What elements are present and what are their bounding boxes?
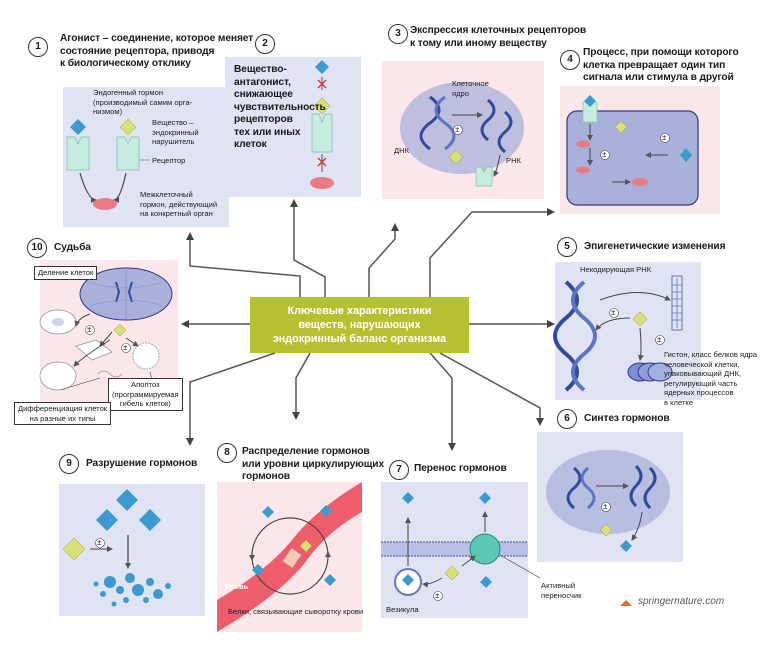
panel-7-graphics [381,492,541,601]
section-number-8: 8 [217,443,237,463]
section-number-3: 3 [388,24,408,44]
active-carrier [469,533,501,565]
section-number-6: 6 [557,409,577,429]
hormone-diamond [70,119,86,135]
section-title-6: Синтез гормонов [584,413,670,424]
receptor-shape [116,136,140,171]
label-receptor: Рецептор [152,156,186,165]
section-number-9: 9 [59,454,79,474]
pm-symbol: ± [662,133,667,142]
pm-symbol: ± [435,591,440,600]
pm-symbol: ± [602,150,607,159]
center-line-2: веществ, нарушающих [298,319,421,331]
label-blood: Кровь [225,582,249,591]
panel-3-graphics [400,82,524,187]
brand-link[interactable]: springernature.com [638,596,725,607]
panel-1 [63,87,229,227]
section-number-1: 1 [28,37,48,57]
label-noncoding-rna: Некодирующая РНК [580,265,652,274]
pm-symbol: ± [603,502,608,511]
section-number-5: 5 [557,237,577,257]
section-title-9: Разрушение гормонов [86,458,198,469]
connector-lines [181,199,555,451]
central-box: Ключевые характеристики веществ, нарушаю… [250,297,469,353]
label-endogenous-hormone: Эндогенный гормон(производимый самим орг… [93,88,193,116]
label-cell-division: Деление клеток [34,266,98,280]
cell-shape [566,110,699,206]
panel-9-graphics [62,489,171,607]
section-number-2: 2 [255,34,275,54]
label-vesicle: Везикула [386,605,419,614]
panel-10-graphics [39,267,173,391]
pm-symbol: ± [87,325,92,334]
label-rna: РНК [506,156,521,165]
intercellular-hormone [93,198,117,210]
pm-symbol: ± [123,343,128,352]
panel-8-graphics [217,482,362,632]
disruptor-diamond [119,118,137,136]
panel-2 [225,57,361,197]
section-number-10: 10 [27,238,47,258]
panel-5-graphics [553,275,683,392]
label-serum-proteins: Белки, связывающие сыворотку крови [228,607,364,616]
pm-symbol: ± [611,308,616,317]
label-dna: ДНК [394,146,410,155]
center-line-3: эндокринный баланс организма [272,333,447,345]
panel-6-graphics [546,450,670,552]
panel-2-graphics [310,60,334,189]
section-title-5: Эпигенетические изменения [584,241,726,252]
pm-symbol: ± [455,125,460,134]
panel-4-graphics [566,95,699,206]
receptor-shape [66,136,90,171]
section-number-4: 4 [560,50,580,70]
center-line-1: Ключевые характеристики [287,305,432,317]
brand-triangle-icon [620,600,632,606]
pm-symbol: ± [657,335,662,344]
panel-1-graphics [66,118,150,210]
section-title-10: Судьба [54,242,91,253]
section-title-7: Перенос гормонов [414,463,507,474]
section-number-7: 7 [389,460,409,480]
pm-symbol: ± [97,538,102,547]
fragments [93,573,171,607]
